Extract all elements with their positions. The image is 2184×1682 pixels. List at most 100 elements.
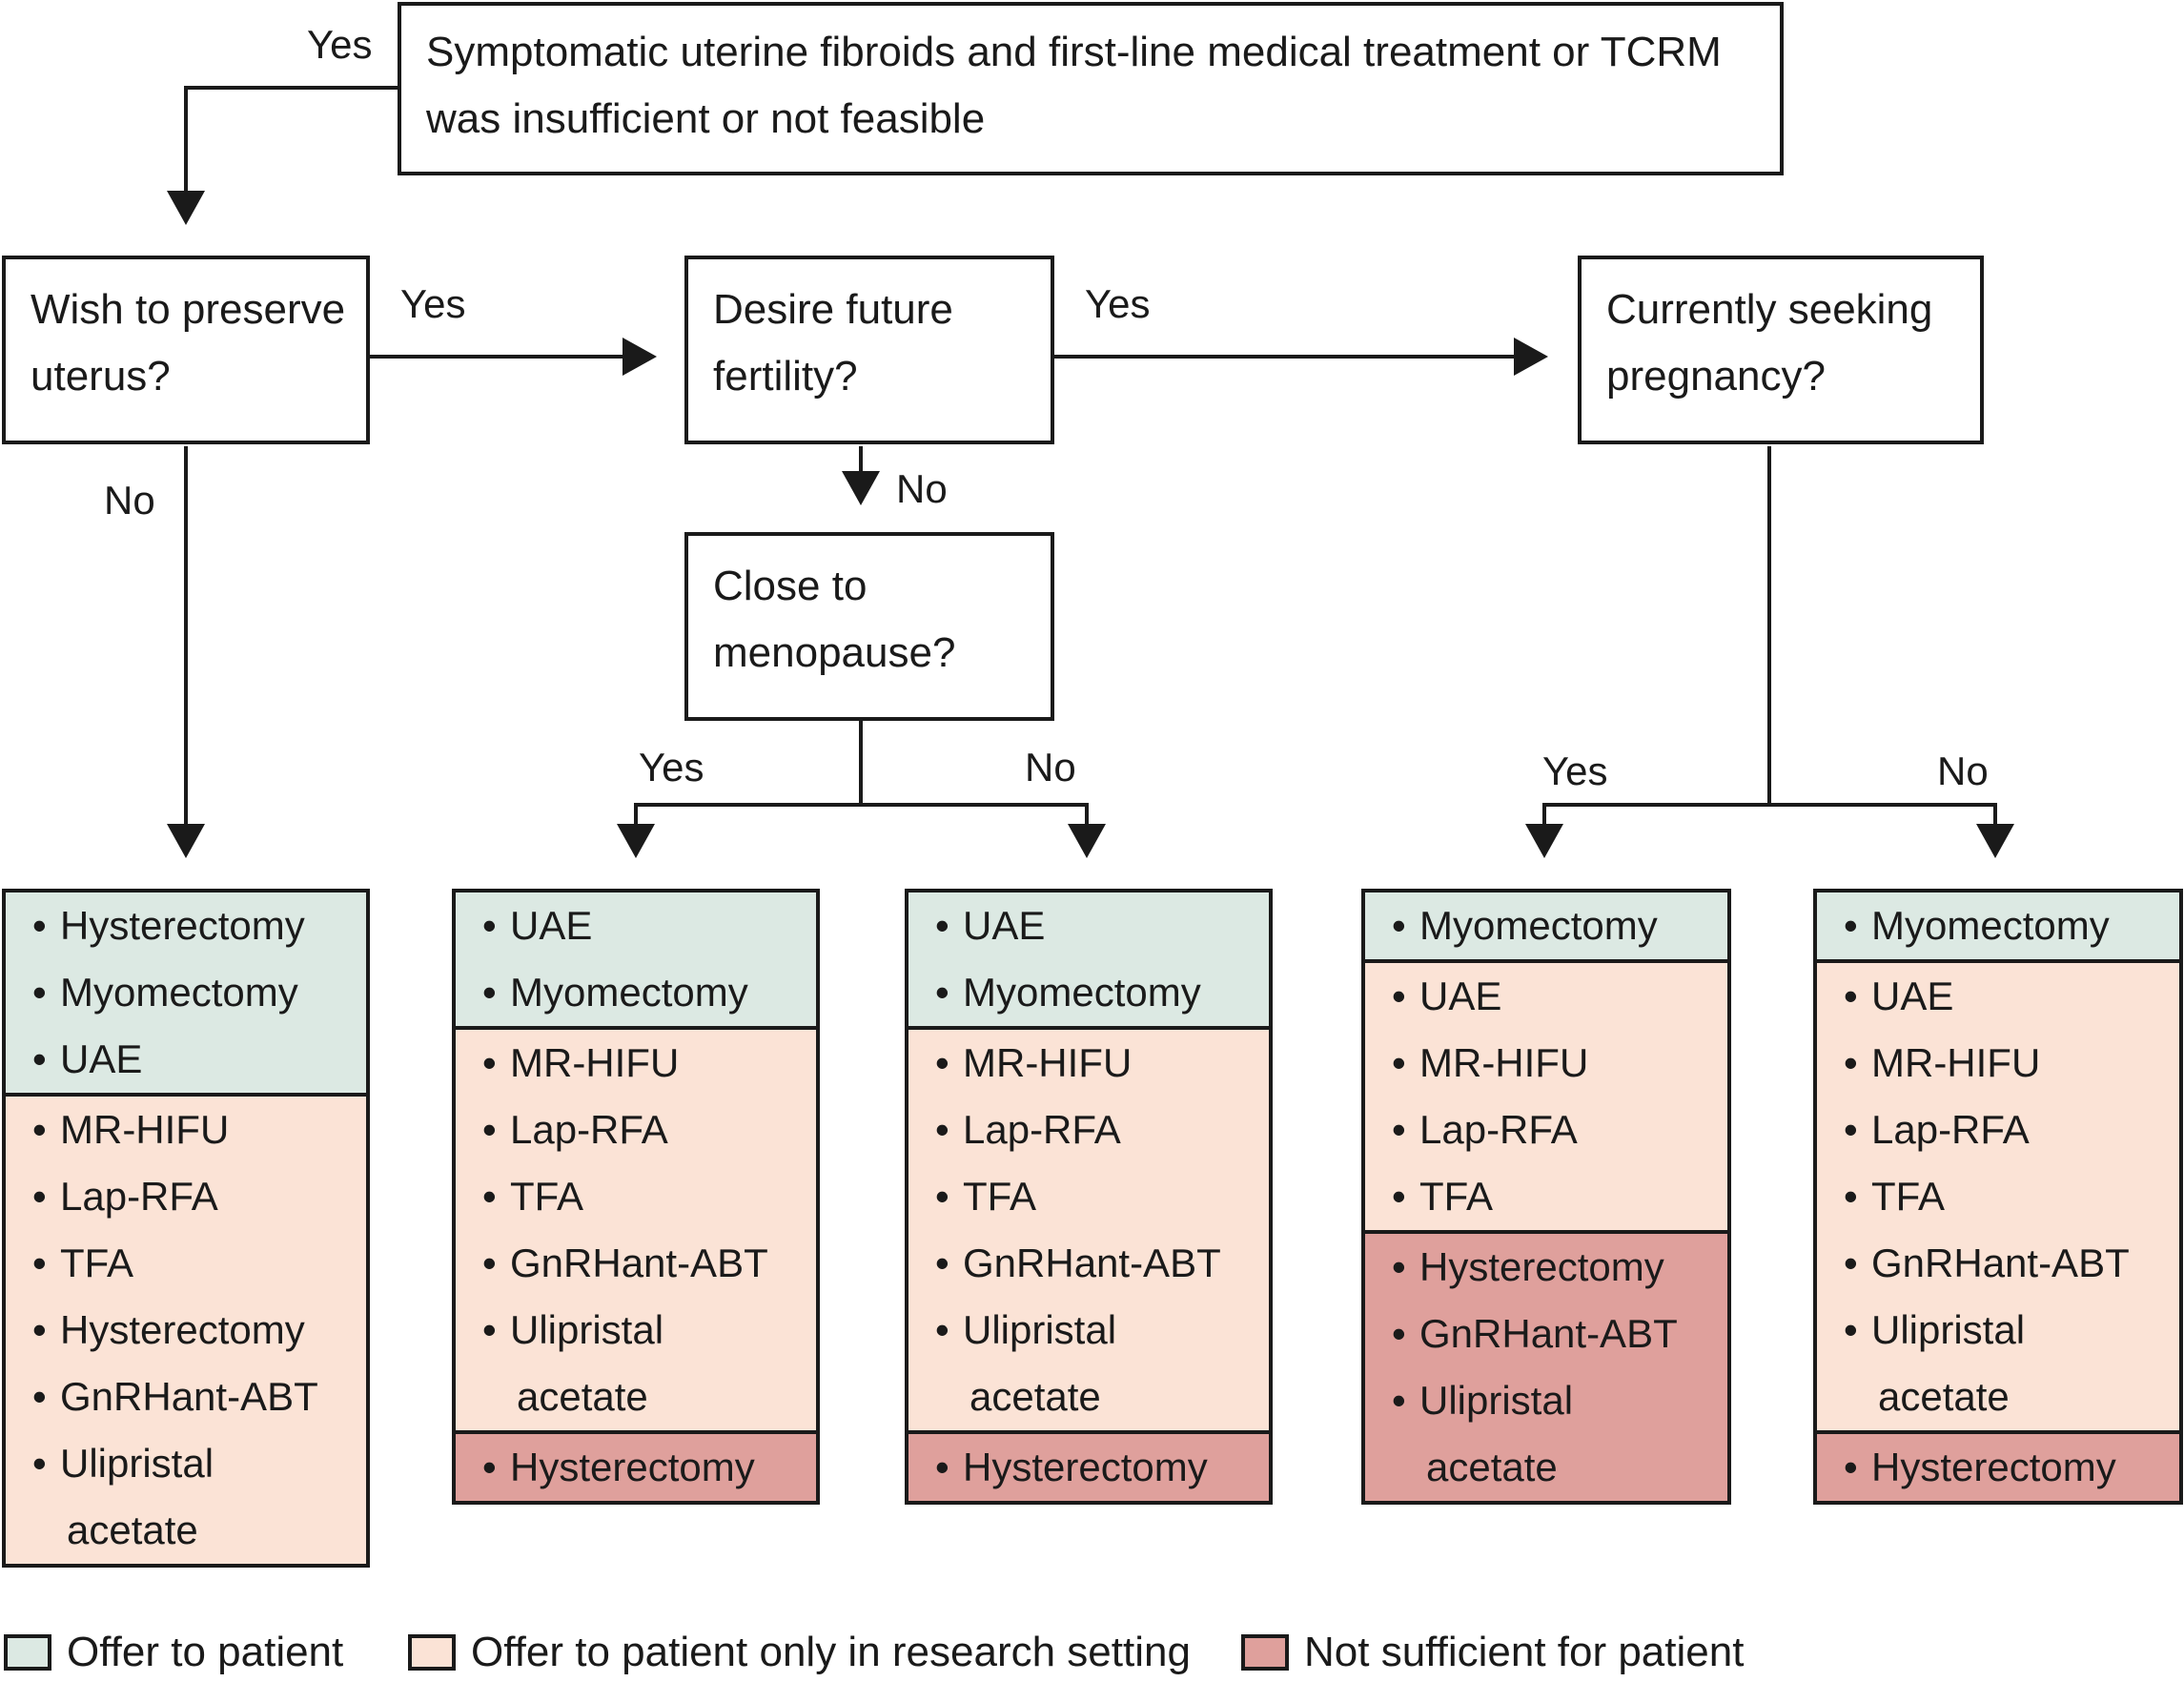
treatment-label: Hysterectomy: [510, 1445, 755, 1489]
treatment-label: Ulipristal: [1871, 1307, 2026, 1352]
bullet-icon: •: [1844, 1241, 1858, 1285]
bullet-icon: •: [935, 1241, 949, 1285]
treatment-label: acetate: [67, 1508, 198, 1552]
treatment-label: Lap-RFA: [510, 1107, 668, 1152]
treatment-section-green: •Hysterectomy•Myomectomy•UAE: [6, 892, 366, 1093]
question-preserve-uterus: Wish to preserve uterus?: [2, 256, 370, 444]
treatment-item: •Ulipristal: [6, 1430, 366, 1497]
outcome-column-5: •Myomectomy•UAE•MR-HIFU • Lap-RFA •TFA • GnRH…: [1813, 889, 2183, 1505]
legend-swatch-offer: [4, 1634, 51, 1671]
bullet-icon: •: [1392, 1378, 1406, 1423]
treatment-item: •MR-HIFU: [456, 1030, 816, 1097]
treatment-label: Myomectomy: [510, 970, 748, 1015]
question-seeking-pregnancy: Currently seeking pregnancy?: [1578, 256, 1984, 444]
treatment-item: • Hysterectomy: [1817, 1434, 2179, 1501]
treatment-label: Myomectomy: [963, 970, 1201, 1015]
treatment-item: • Myomectomy: [6, 959, 366, 1026]
treatment-label: Hysterectomy: [963, 1445, 1208, 1489]
legend-not-sufficient: Not sufficient for patient: [1241, 1626, 1744, 1679]
treatment-section-peach: •MR-HIFU•Lap-RFA•TFA•Hysterectomy•GnRHan…: [6, 1093, 366, 1564]
treatment-item-continuation: acetate: [1365, 1434, 1727, 1501]
treatment-label: MR-HIFU: [963, 1040, 1133, 1085]
bullet-icon: •: [1392, 1311, 1406, 1356]
treatment-item: •TFA: [456, 1163, 816, 1230]
treatment-item: • GnRHant-ABT: [1817, 1230, 2179, 1297]
label-menopause-yes: Yes: [639, 745, 704, 790]
treatment-label: TFA: [1419, 1174, 1494, 1219]
bullet-icon: •: [1392, 1040, 1406, 1085]
bullet-icon: •: [935, 1040, 949, 1085]
bullet-icon: •: [482, 1040, 497, 1085]
start-condition-line-1: Symptomatic uterine fibroids and first-l…: [426, 29, 1722, 75]
treatment-item: •TFA: [908, 1163, 1269, 1230]
treatment-label: Myomectomy: [1419, 903, 1658, 948]
treatment-label: Lap-RFA: [1871, 1107, 2030, 1152]
question-fertility-line-1: Desire future: [713, 286, 953, 333]
bullet-icon: •: [935, 970, 949, 1015]
outcome-column-3: •UAE•Myomectomy•MR-HIFU•Lap-RFA•TFA•GnRH…: [905, 889, 1273, 1505]
arrow-pregnancy-no: [1769, 803, 2014, 858]
treatment-item: •TFA: [1817, 1163, 2179, 1230]
treatment-item: •GnRHant-ABT: [6, 1364, 366, 1430]
bullet-icon: •: [935, 903, 949, 948]
treatment-section-red: • Hysterectomy: [1817, 1430, 2179, 1501]
treatment-item: •UAE: [1365, 963, 1727, 1030]
bullet-icon: •: [32, 903, 47, 948]
treatment-item: • Hysterectomy: [6, 892, 366, 959]
treatment-section-green: •Myomectomy: [1817, 892, 2179, 959]
treatment-item: •Ulipristal: [1365, 1367, 1727, 1434]
treatment-item: • Ulipristal: [1817, 1297, 2179, 1364]
arrow-top-to-preserve: [167, 86, 398, 225]
bullet-icon: •: [1844, 1307, 1858, 1352]
question-fertility-line-2: fertility?: [713, 353, 858, 400]
legend-swatch-not-sufficient: [1241, 1634, 1289, 1671]
treatment-label: acetate: [517, 1374, 648, 1419]
treatment-label: GnRHant-ABT: [1871, 1241, 2130, 1285]
bullet-icon: •: [482, 1241, 497, 1285]
treatment-item: •Lap-RFA: [1365, 1097, 1727, 1163]
label-preserve-yes: Yes: [400, 281, 466, 326]
bullet-icon: •: [1844, 1445, 1858, 1489]
treatment-section-green: •UAE•Myomectomy: [908, 892, 1269, 1026]
treatment-label: GnRHant-ABT: [1419, 1311, 1678, 1356]
bullet-icon: •: [1844, 974, 1858, 1018]
treatment-item: •TFA: [6, 1230, 366, 1297]
treatment-label: Hysterectomy: [60, 903, 305, 948]
treatment-label: Hysterectomy: [1871, 1445, 2116, 1489]
treatment-label: acetate: [970, 1374, 1101, 1419]
treatment-item: •UAE: [1817, 963, 2179, 1030]
outcome-column-4: •Myomectomy•UAE•MR-HIFU•Lap-RFA•TFA•Hyst…: [1361, 889, 1731, 1505]
treatment-label: UAE: [60, 1036, 143, 1081]
bullet-icon: •: [1392, 1244, 1406, 1289]
treatment-label: TFA: [510, 1174, 584, 1219]
outcome-column-1: •Hysterectomy•Myomectomy•UAE•MR-HIFU•Lap…: [2, 889, 370, 1568]
start-condition-box: Symptomatic uterine fibroids and first-l…: [398, 2, 1784, 175]
question-close-to-menopause: Close to menopause?: [684, 532, 1054, 721]
bullet-icon: •: [482, 1107, 497, 1152]
question-menopause-line-1: Close to: [713, 563, 867, 609]
treatment-item: •Ulipristal: [908, 1297, 1269, 1364]
treatment-section-red: •Hysterectomy: [456, 1430, 816, 1501]
treatment-item-continuation: acetate: [6, 1497, 366, 1564]
treatment-item: •GnRHant-ABT: [908, 1230, 1269, 1297]
treatment-section-peach: •MR-HIFU•Lap-RFA•TFA•GnRHant-ABT•Ulipris…: [456, 1026, 816, 1430]
start-condition-line-2: was insufficient or not feasible: [426, 95, 986, 142]
treatment-item: •Myomectomy: [456, 959, 816, 1026]
bullet-icon: •: [32, 970, 47, 1015]
treatment-item: •Hysterectomy: [1365, 1234, 1727, 1301]
treatment-item-continuation: acetate: [456, 1364, 816, 1430]
treatment-label: Myomectomy: [60, 970, 298, 1015]
treatment-label: acetate: [1426, 1445, 1558, 1489]
label-pregnancy-yes: Yes: [1542, 749, 1608, 793]
treatment-item: •Hysterectomy: [908, 1434, 1269, 1501]
bullet-icon: •: [935, 1174, 949, 1219]
bullet-icon: •: [32, 1107, 47, 1152]
label-menopause-no: No: [1025, 745, 1076, 790]
question-menopause-line-2: menopause?: [713, 629, 956, 676]
bullet-icon: •: [935, 1307, 949, 1352]
bullet-icon: •: [482, 903, 497, 948]
legend-label-offer: Offer to patient: [67, 1629, 344, 1675]
treatment-item: • GnRHant-ABT: [1365, 1301, 1727, 1367]
treatment-item: •MR-HIFU: [1817, 1030, 2179, 1097]
